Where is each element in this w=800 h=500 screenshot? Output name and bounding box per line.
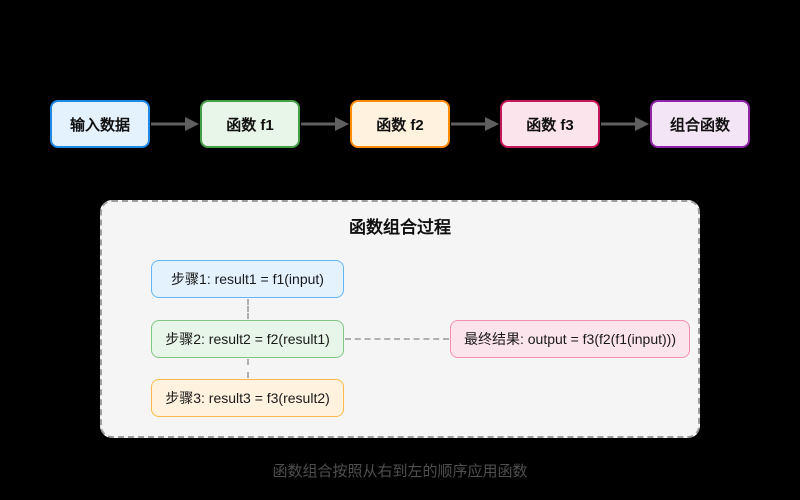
step-box-2: 步骤2: result2 = f2(result1)	[151, 320, 344, 358]
step-box-1: 步骤1: result1 = f1(input)	[151, 260, 344, 298]
step-box-1-label: 步骤1: result1 = f1(input)	[171, 271, 324, 287]
diagram-caption: 函数组合按照从右到左的顺序应用函数	[272, 463, 528, 480]
step-box-2-label: 步骤2: result2 = f2(result1)	[165, 331, 330, 347]
arrow-line	[301, 122, 338, 126]
flow-arrow-1	[151, 117, 199, 131]
connector-step2-result	[345, 338, 449, 340]
final-result-label: 最终结果: output = f3(f2(f1(input)))	[463, 331, 677, 347]
step-box-3-label: 步骤3: result3 = f3(result2)	[165, 390, 330, 406]
flow-node-f1-label: 函数 f1	[226, 116, 274, 134]
flow-arrow-3	[451, 117, 499, 131]
flow-node-f3: 函数 f3	[500, 100, 600, 148]
flow-node-f2: 函数 f2	[350, 100, 450, 148]
flow-node-input-data: 输入数据	[50, 100, 150, 148]
flow-node-f2-label: 函数 f2	[376, 116, 424, 134]
connector-step1-step2	[247, 299, 249, 319]
flow-arrow-2	[301, 117, 349, 131]
arrow-line	[151, 122, 188, 126]
connector-step2-step3	[247, 359, 249, 378]
arrow-head-icon	[635, 117, 649, 131]
flow-node-composed: 组合函数	[650, 100, 750, 148]
flow-node-f1: 函数 f1	[200, 100, 300, 148]
arrow-line	[601, 122, 638, 126]
flow-node-f3-label: 函数 f3	[526, 116, 574, 134]
arrow-head-icon	[335, 117, 349, 131]
process-panel-title: 函数组合过程	[349, 218, 451, 237]
flow-node-input-data-label: 输入数据	[69, 116, 130, 134]
flow-arrow-4	[601, 117, 649, 131]
arrow-head-icon	[485, 117, 499, 131]
arrow-line	[451, 122, 488, 126]
arrow-head-icon	[185, 117, 199, 131]
flow-node-composed-label: 组合函数	[669, 116, 730, 134]
step-box-3: 步骤3: result3 = f3(result2)	[151, 379, 344, 417]
final-result-box: 最终结果: output = f3(f2(f1(input)))	[450, 320, 690, 358]
